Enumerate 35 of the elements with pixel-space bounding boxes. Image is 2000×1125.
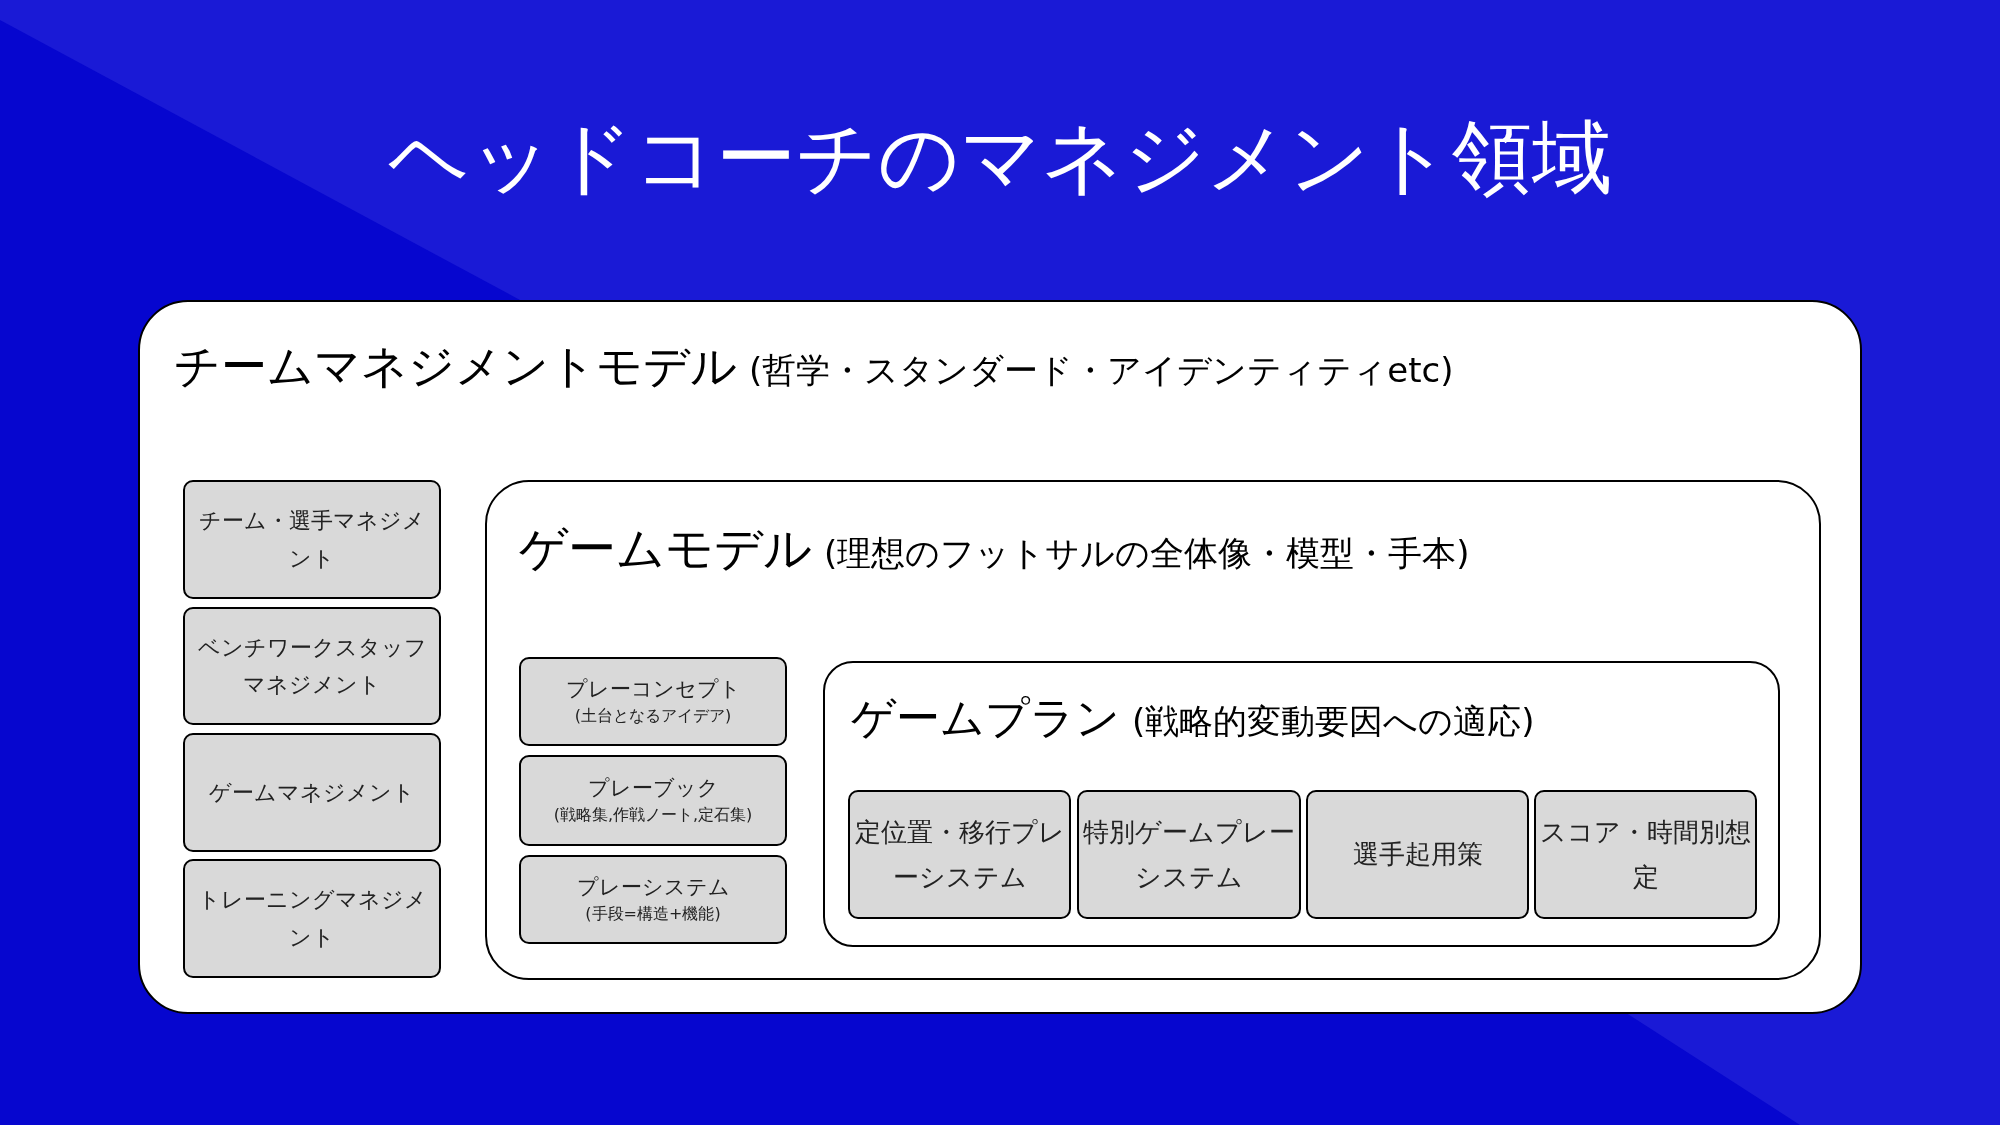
item-card	[1306, 790, 1529, 919]
item-card	[183, 733, 441, 852]
item-label: 特別ゲームプレーシステム	[1083, 816, 1295, 894]
item-label: プレーブック	[587, 778, 719, 799]
item-card	[848, 790, 1071, 919]
panel-heading: チームマネジメントモデル	[174, 338, 737, 395]
item-label: 定位置・移行プレーシステム	[854, 816, 1065, 894]
item-note: (戦略集,作戦ノート,定石集)	[553, 807, 753, 823]
section-panel	[485, 480, 1821, 980]
item-card	[519, 855, 787, 944]
model-panel	[138, 300, 1862, 1014]
item-card	[1534, 790, 1757, 919]
panel-subheading: (理想のフットサルの全体像・模型・手本)	[824, 532, 1470, 575]
item-card	[183, 859, 441, 978]
item-note: (土台となるアイデア)	[574, 708, 732, 724]
panel-heading: ゲームモデル	[519, 519, 812, 578]
panel-subheading: (哲学・スタンダード・アイデンティティetc)	[749, 349, 1454, 392]
item-card	[183, 607, 441, 725]
item-label: 選手起用策	[1352, 838, 1483, 872]
item-card	[519, 657, 787, 746]
section-panel	[823, 661, 1780, 947]
item-label: プレーシステム	[576, 877, 730, 898]
item-label: ゲームマネジメント	[209, 778, 415, 807]
item-label: スコア・時間別想定	[1540, 816, 1751, 894]
panel-heading: ゲームプラン	[851, 691, 1120, 745]
item-card	[183, 480, 441, 599]
item-label: ベンチワークスタッフマネジメント	[196, 633, 428, 699]
item-label: プレーコンセプト	[565, 679, 741, 700]
item-card	[519, 755, 787, 846]
slide-title: ヘッドコーチのマネジメント領域	[387, 118, 1613, 198]
panel-subheading: (戦略的変動要因への適応)	[1132, 700, 1535, 743]
item-label: トレーニングマネジメント	[196, 886, 428, 952]
item-label: チーム・選手マネジメント	[198, 507, 426, 573]
item-card	[1077, 790, 1301, 919]
item-note: (手段=構造+機能)	[585, 906, 721, 922]
